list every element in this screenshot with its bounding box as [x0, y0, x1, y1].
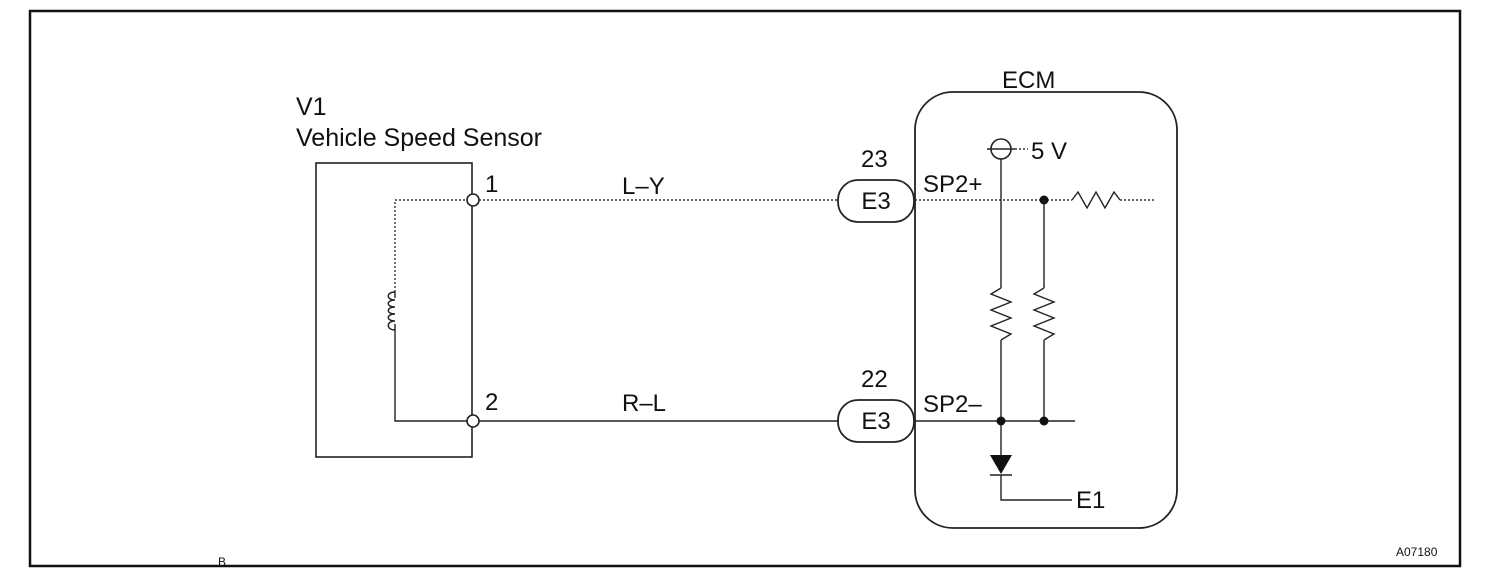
- supply-5v-icon: [987, 138, 1015, 160]
- connector-label: E3: [861, 408, 890, 435]
- wire-color-r-l: R–L: [622, 390, 666, 417]
- junction-dot: [1039, 416, 1049, 426]
- junction-dot: [996, 416, 1006, 426]
- connector-pin-22: 22: [861, 366, 888, 393]
- vehicle-speed-sensor: V1 Vehicle Speed Sensor 1 2: [296, 93, 542, 458]
- ground-label: E1: [1076, 487, 1105, 514]
- footer-mark: B: [218, 555, 226, 569]
- pickup-coil-icon: [387, 291, 403, 331]
- ecm-housing: [914, 91, 1178, 529]
- ecm-title: ECM: [1002, 67, 1055, 94]
- sensor-internal-wire-bottom: [394, 330, 473, 422]
- connector-shell: [837, 179, 915, 223]
- bias-resistor-icon: [1032, 287, 1056, 341]
- terminal-2-icon: [466, 414, 480, 428]
- sensor-name: Vehicle Speed Sensor: [296, 124, 542, 152]
- ecm-block: ECM 5 V SP2+ SP2–: [914, 67, 1178, 529]
- terminal-1-icon: [466, 193, 480, 207]
- connector-label: E3: [861, 188, 890, 215]
- diode-icon: [990, 455, 1012, 476]
- diagram-frame: [28, 9, 1462, 568]
- connector-e3-pin-23: 23 E3: [837, 146, 915, 223]
- sensor-housing: [315, 162, 473, 458]
- ground-lead: [1000, 475, 1072, 501]
- connector-e3-pin-22: 22 E3: [837, 366, 915, 443]
- wire-color-l-y: L–Y: [622, 173, 665, 200]
- sensor-internal-wire-top: [394, 199, 473, 292]
- signal-sp2-plus: SP2+: [923, 171, 982, 198]
- sensor-id: V1: [296, 93, 327, 121]
- input-resistor-icon: [1071, 190, 1121, 210]
- signal-sp2-minus: SP2–: [923, 391, 982, 418]
- connector-shell: [837, 399, 915, 443]
- figure-code: A07180: [1396, 545, 1438, 559]
- pullup-resistor-icon: [989, 287, 1013, 341]
- terminal-2-label: 2: [485, 389, 498, 416]
- terminal-1-label: 1: [485, 171, 498, 198]
- connector-pin-23: 23: [861, 146, 888, 173]
- supply-voltage-label: 5 V: [1031, 138, 1067, 165]
